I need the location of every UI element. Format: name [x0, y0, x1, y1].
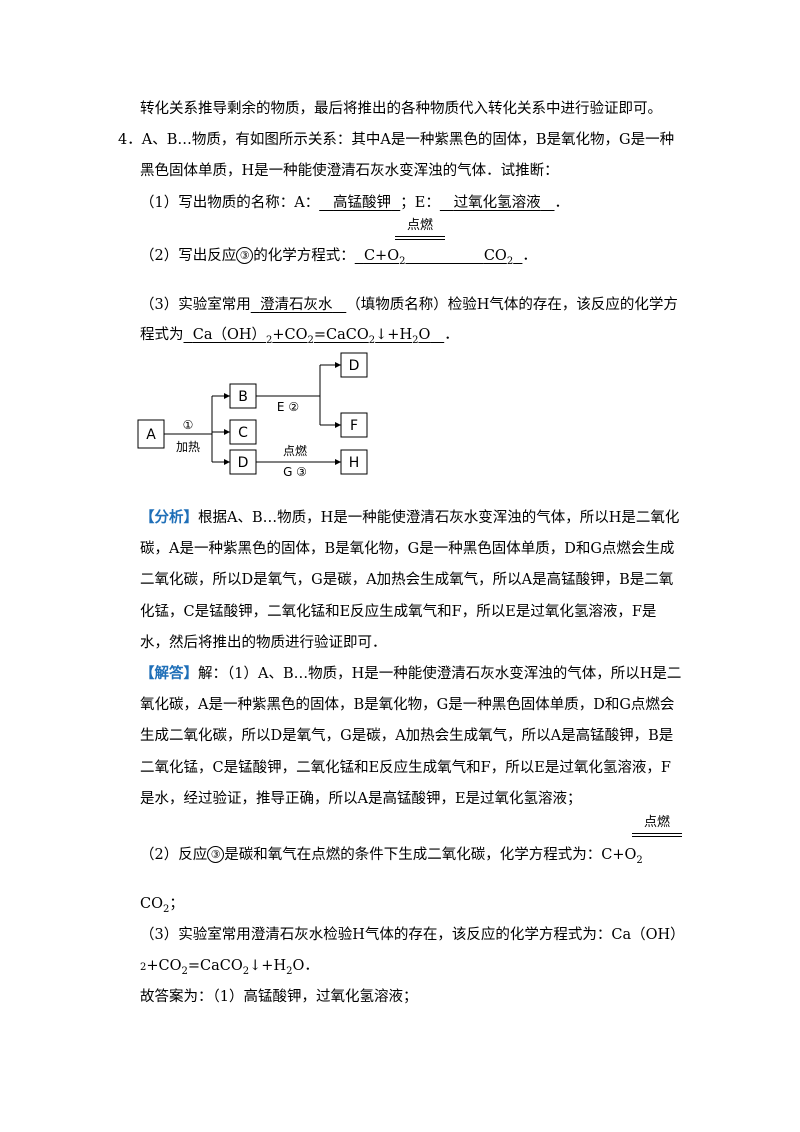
- label-h: H: [349, 455, 360, 471]
- reagent-blank: 澄清石灰水: [259, 297, 333, 313]
- part-3-line-1: （3）实验室常用 澄清石灰水 （填物质名称）检验H气体的存在，该反应的化学方: [140, 297, 678, 313]
- reaction-3-marker: ③: [236, 247, 254, 264]
- relation-diagram: A B C D D F H ① 加热 E ② 点燃 G ③: [137, 352, 368, 479]
- label-f: F: [350, 418, 358, 434]
- label-d: D: [238, 455, 249, 471]
- label-d-top: D: [349, 358, 360, 374]
- reaction-condition: 点燃: [395, 219, 445, 240]
- analysis-line-1: 【分析】根据A、B…物质，H是一种能使澄清石灰水变浑浊的气体，所以H是二氧化: [140, 509, 680, 526]
- part-1: （1）写出物质的名称：A： 高锰酸钾 ；E： 过氧化氢溶液 ．: [140, 195, 569, 211]
- ignite-label: 点燃: [283, 443, 307, 458]
- answer-line-3: 生成二氧化碳，所以D是氧气，G是碳，A加热会生成氧气，所以A是高锰酸钾，B是: [140, 728, 674, 744]
- answer-co2: CO2；: [140, 896, 184, 915]
- reaction-3-label: G ③: [283, 465, 307, 479]
- equation-2-blank: Ca（OH）2+CO2=CaCO2↓+H2O: [192, 327, 431, 346]
- question-line-2: 黑色固体单质，H是一种能使澄清石灰水变浑浊的气体．试推断：: [140, 163, 559, 179]
- label-a: A: [146, 427, 156, 443]
- answer-e-blank: 过氧化氢溶液: [453, 195, 541, 211]
- question-line-1: 4．A、B…物质，有如图所示关系：其中A是一种紫黑色的固体，B是氧化物，G是一种: [118, 132, 675, 148]
- answer-part-3-line-1: （3）实验室常用澄清石灰水检验H气体的存在，该反应的化学方程式为：Ca（OH）: [140, 927, 685, 943]
- answer-reaction-3-marker: ③: [207, 846, 225, 863]
- answer-line-1: 【解答】解：（1）A、B…物质，H是一种能使澄清石灰水变浑浊的气体，所以H是二: [140, 665, 682, 682]
- answer-line-4: 二氧化锰，C是锰酸钾，二氧化锰和E反应生成氧气和F，所以E是过氧化氢溶液，F: [140, 760, 671, 776]
- intro-line: 转化关系推导剩余的物质，最后将推出的各种物质代入转化关系中进行验证即可。: [140, 101, 662, 117]
- answer-reaction-condition: 点燃: [632, 816, 682, 837]
- label-c: C: [238, 425, 248, 441]
- equation-blank: C+O2 CO2: [363, 248, 514, 267]
- question-number: 4．: [118, 132, 142, 148]
- analysis-line-4: 化锰，C是锰酸钾，二氧化锰和E反应生成氧气和F，所以E是过氧化氢溶液，F是: [140, 604, 657, 620]
- analysis-line-5: 水，然后将推出的物质进行验证即可．: [140, 635, 387, 651]
- reaction-1-label: ①: [183, 418, 194, 432]
- answer-line-5: 是水，经过验证，推导正确，所以A是高锰酸钾，E是过氧化氢溶液；: [140, 791, 582, 807]
- analysis-line-2: 碳，A是一种紫黑色的固体，B是氧化物，G是一种黑色固体单质，D和G点燃会生成: [140, 541, 675, 557]
- answer-tag: 【解答】: [140, 665, 198, 682]
- analysis-line-3: 二氧化碳，所以D是氧气，G是碳，A加热会生成氧气，所以A是高锰酸钾，B是二氧: [140, 572, 674, 588]
- heat-label: 加热: [176, 440, 200, 454]
- part-3-line-2: 程式为 Ca（OH）2+CO2=CaCO2↓+H2O ．: [140, 327, 459, 346]
- reaction-2-label: E ②: [277, 400, 299, 414]
- answer-line-2: 氧化碳，A是一种紫黑色的固体，B是氧化物，G是一种黑色固体单质，D和G点燃会: [140, 697, 675, 713]
- label-b: B: [238, 389, 248, 405]
- answer-a-blank: 高锰酸钾: [333, 195, 392, 211]
- analysis-tag: 【分析】: [140, 509, 198, 526]
- answer-part-3-line-2: 2+CO2=CaCO2↓+H2O．: [140, 958, 319, 977]
- final-answer: 故答案为：（1）高锰酸钾，过氧化氢溶液；: [140, 989, 418, 1005]
